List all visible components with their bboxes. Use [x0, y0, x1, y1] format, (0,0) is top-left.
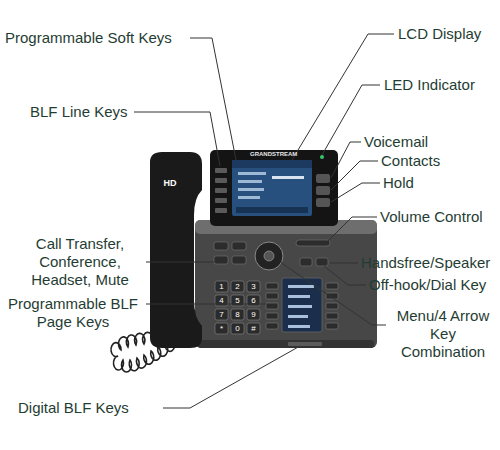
- line-key: [215, 208, 227, 213]
- key-digit: 8: [231, 310, 244, 319]
- leader-line: [330, 263, 358, 264]
- mute-key: [232, 256, 246, 264]
- callout-label: Off-hook/Dial Key: [369, 276, 486, 294]
- lcd-line: [238, 188, 264, 191]
- keypad-key: [215, 281, 228, 292]
- offhook-key: [316, 258, 328, 266]
- handset: [150, 152, 202, 348]
- leader-line: [190, 38, 236, 160]
- lcd-clock: [272, 176, 304, 179]
- blf-page-key: [266, 323, 278, 329]
- leader-line: [163, 346, 300, 408]
- leader-line: [324, 266, 366, 285]
- keypad-key: [247, 323, 260, 334]
- leader-line: [146, 262, 214, 263]
- lcd-status-bar: [232, 160, 312, 168]
- line-key: [215, 178, 227, 183]
- key-digit: 9: [247, 310, 260, 319]
- leader-line: [331, 183, 380, 202]
- key-digit: 1: [215, 282, 228, 291]
- key-digit: 5: [231, 296, 244, 305]
- phone-base: [195, 220, 377, 348]
- lcd-screen: [232, 160, 312, 216]
- volume-key: [296, 240, 330, 246]
- brand-logo: GRANDSTREAM: [250, 151, 294, 158]
- keypad-key: [215, 309, 228, 320]
- line-key: [215, 198, 227, 203]
- key-digit: #: [247, 324, 260, 333]
- keypad-key: [215, 323, 228, 334]
- blf-page-key: [266, 293, 278, 299]
- hold-key: [316, 198, 330, 207]
- callout-label: Handsfree/Speaker: [361, 254, 490, 272]
- key-digit: 3: [247, 282, 260, 291]
- digital-blf-key: [326, 313, 338, 319]
- menu-key: [264, 251, 274, 261]
- blf-screen-line: [288, 295, 310, 298]
- leader-line: [328, 217, 377, 241]
- key-digit: 4: [215, 296, 228, 305]
- keypad-key: [231, 323, 244, 334]
- keypad-key: [231, 309, 244, 320]
- base-front-edge: [198, 340, 374, 348]
- blf-screen-line: [288, 315, 308, 318]
- leader-line: [331, 142, 361, 178]
- digital-blf-key: [326, 283, 338, 289]
- callout-label: LED Indicator: [384, 76, 475, 94]
- line-key: [215, 188, 227, 193]
- lcd-softkey-bar: [236, 207, 308, 213]
- leader-line: [331, 161, 378, 190]
- leader-lines: [134, 34, 394, 408]
- screen-housing: [210, 150, 338, 226]
- key-digit: *: [215, 324, 228, 333]
- blf-screen-line: [288, 325, 310, 328]
- key-digit: 0: [231, 324, 244, 333]
- callout-label: LCD Display: [398, 25, 481, 43]
- blf-screen-line: [288, 285, 314, 288]
- callout-label: Hold: [383, 174, 414, 192]
- leader-line: [280, 262, 386, 325]
- handset-mark: HD: [158, 178, 182, 188]
- blf-page-key: [266, 283, 278, 289]
- keypad-key: [247, 309, 260, 320]
- callout-label: Programmable BLF Page Keys: [2, 295, 144, 331]
- lcd-line: [238, 172, 266, 175]
- label-slot: [288, 342, 322, 346]
- led-indicator: [320, 155, 324, 159]
- keypad: [215, 281, 260, 334]
- callout-label: Volume Control: [380, 208, 483, 226]
- blf-page-key: [266, 303, 278, 309]
- contacts-key: [316, 186, 330, 195]
- leader-line: [134, 112, 220, 166]
- transfer-key: [214, 242, 228, 250]
- callout-label: Menu/4 Arrow Key Combination: [386, 307, 500, 361]
- lcd-line: [238, 196, 260, 199]
- keypad-key: [247, 281, 260, 292]
- headset-key: [214, 256, 228, 264]
- callout-label: Call Transfer, Conference, Headset, Mute: [14, 235, 146, 289]
- navigation-ring: [255, 242, 283, 270]
- line-key: [215, 168, 227, 173]
- key-digit: 2: [231, 282, 244, 291]
- callout-label: Voicemail: [364, 133, 428, 151]
- conference-key: [232, 242, 246, 250]
- blf-page-key: [266, 313, 278, 319]
- leader-line: [146, 304, 266, 305]
- key-digit: 7: [215, 310, 228, 319]
- callout-label: Programmable Soft Keys: [5, 29, 172, 47]
- blf-screen-line: [288, 305, 312, 308]
- keypad-key: [231, 281, 244, 292]
- callout-label: Contacts: [381, 152, 440, 170]
- lcd-line: [238, 180, 262, 183]
- digital-blf-key: [326, 323, 338, 329]
- speaker-key: [300, 258, 312, 266]
- callout-label: Digital BLF Keys: [18, 399, 129, 417]
- callout-label: BLF Line Keys: [30, 103, 128, 121]
- digital-blf-key: [326, 303, 338, 309]
- key-digit: 6: [247, 296, 260, 305]
- voicemail-key: [316, 174, 330, 183]
